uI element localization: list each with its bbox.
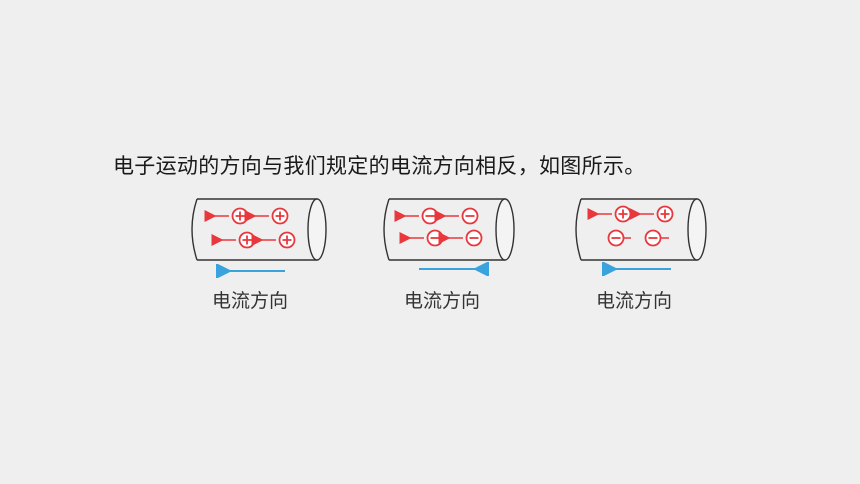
negative-charge-particle (434, 207, 479, 225)
conductor-diagram (191, 198, 327, 261)
figure-caption: 电流方向 (595, 290, 672, 312)
positive-charge-particle (587, 205, 632, 223)
negative-charge-particle (394, 207, 439, 225)
current-direction-arrow (216, 264, 285, 278)
negative-charge-particle (644, 229, 669, 247)
conductor-tube (383, 198, 515, 261)
figure-caption: 电流方向 (403, 290, 480, 312)
conductor-tube (575, 198, 707, 261)
negative-charge-particle (438, 229, 483, 247)
conductor-tube (191, 198, 327, 261)
conductor-diagram (383, 198, 515, 261)
positive-charge-particle (251, 231, 296, 249)
figure-caption: 电流方向 (211, 290, 288, 312)
negative-charge-particle (399, 229, 444, 247)
current-direction-arrow (602, 262, 671, 276)
positive-charge-particle (211, 231, 256, 249)
positive-charge-particle (244, 207, 289, 225)
conductor-figure-2: 电流方向 (377, 192, 527, 322)
conductor-diagram (575, 198, 707, 261)
current-direction-arrow (419, 262, 489, 276)
conductor-figure-1: 电流方向 (185, 192, 335, 322)
positive-charge-particle (629, 205, 674, 223)
positive-charge-particle (204, 207, 249, 225)
negative-charge-particle (607, 229, 631, 247)
conductor-figure-3: 电流方向 (569, 192, 719, 322)
slide-sentence: 电子运动的方向与我们规定的电流方向相反，如图所示。 (113, 154, 646, 178)
